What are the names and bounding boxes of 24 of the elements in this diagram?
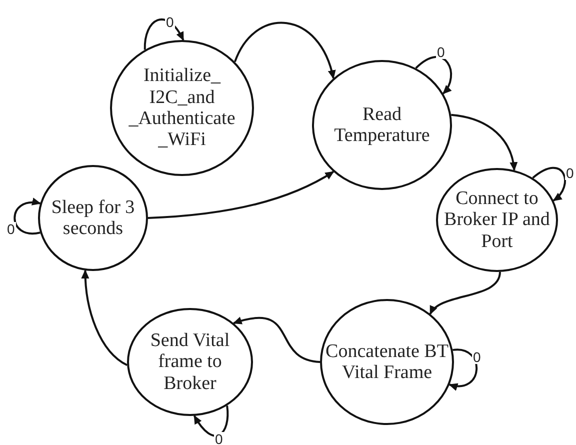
- state-label: Connect to Broker IP and Port: [443, 188, 551, 252]
- transition-arrow: [148, 170, 334, 219]
- self-loop-arrow: [532, 166, 566, 202]
- state-label: Send Vital frame to Broker: [149, 330, 231, 394]
- edge-label: 0: [436, 45, 446, 59]
- state-label: Initialize_ I2C_and _Authenticate _WiFi: [128, 65, 236, 151]
- self-loop-arrow: [14, 198, 42, 235]
- self-loop-arrow: [194, 406, 229, 437]
- self-loop-arrow: [448, 348, 478, 390]
- edge-label: 0: [6, 222, 16, 236]
- state-label: Sleep for 3 seconds: [50, 196, 136, 240]
- transition-arrow: [451, 114, 518, 172]
- edge-label: 0: [165, 15, 175, 29]
- state-label: Concatenate BT Vital Frame: [325, 340, 449, 384]
- edge-label: 0: [472, 350, 482, 364]
- edge-label: 0: [565, 166, 575, 180]
- transition-arrow: [234, 22, 336, 80]
- self-loop-arrow: [415, 56, 452, 94]
- edge-label: 0: [214, 432, 224, 445]
- self-loop-arrow: [144, 18, 184, 50]
- transition-arrow: [429, 272, 501, 315]
- transition-arrow: [232, 316, 320, 363]
- state-label: Read Temperature: [333, 104, 431, 146]
- transition-arrow: [81, 269, 128, 366]
